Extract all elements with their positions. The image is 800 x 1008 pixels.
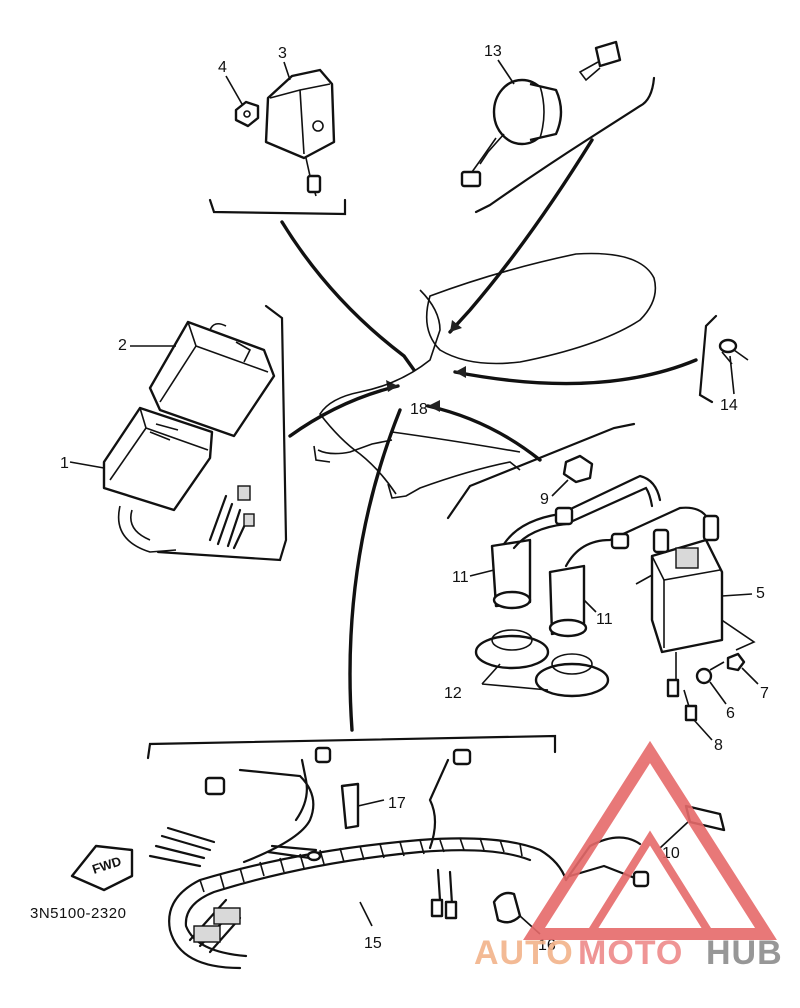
callout-4: 4	[218, 59, 227, 76]
rectifier-part-1	[102, 406, 255, 553]
watermark-moto: MOTO	[578, 934, 683, 972]
ignition-coil-part-5	[650, 514, 724, 698]
bracket-top-left	[208, 198, 347, 216]
callout-11b: 11	[596, 611, 613, 628]
watermark-logo: AUTO MOTO HUB	[474, 740, 783, 972]
boot-part-12b	[534, 653, 610, 698]
bracket-bottom	[146, 734, 557, 760]
arrow-14	[455, 366, 466, 378]
callout-12: 12	[444, 685, 462, 702]
callout-15: 15	[364, 935, 382, 952]
bracket-left	[156, 304, 288, 562]
bracket-top-right	[474, 76, 656, 214]
plug-cap-part-11a	[490, 474, 662, 610]
watermark-auto: AUTO	[474, 934, 574, 972]
callout-11a: 11	[452, 569, 469, 586]
frame-rear-lower	[387, 461, 521, 499]
leader-15-harness	[359, 901, 373, 927]
nut-part-4	[234, 100, 260, 128]
callout-13: 13	[484, 43, 502, 60]
cdi-unit-part-2	[148, 320, 276, 438]
clamp-part-14	[718, 338, 749, 365]
callout-17: 17	[388, 795, 406, 812]
leader-14	[453, 358, 698, 386]
arrow-11	[428, 400, 440, 412]
regulator-part	[264, 68, 336, 197]
callout-6: 6	[726, 705, 735, 722]
arrow-13	[450, 320, 462, 332]
leader-2	[288, 384, 400, 438]
seat-outline	[425, 252, 657, 365]
leader-15	[348, 408, 402, 732]
bracket-right	[698, 314, 718, 404]
callout-14: 14	[720, 397, 738, 414]
watermark-hub: HUB	[706, 934, 783, 972]
forward-direction-marker: FWD	[70, 844, 134, 892]
bracket-mid-right	[446, 422, 636, 520]
callout-16: 16	[538, 937, 556, 954]
relay-part-16	[492, 891, 541, 935]
nut-part-7	[726, 652, 746, 672]
ignition-switch-part	[460, 78, 563, 188]
screw-part-6	[695, 661, 725, 685]
frame-mid	[391, 431, 521, 453]
callout-8: 8	[714, 737, 723, 754]
frame-lower	[317, 439, 393, 455]
leader-11	[426, 404, 542, 462]
plug-cap-part-11b	[548, 506, 708, 638]
leader-12	[481, 663, 549, 691]
leader-3	[280, 220, 416, 372]
callout-3: 3	[278, 45, 287, 62]
boot-part-12a	[474, 629, 550, 670]
frame-outline	[319, 289, 441, 495]
callout-7: 7	[760, 685, 769, 702]
watermark-inner-triangle-icon	[582, 830, 718, 938]
lead-part-8	[683, 689, 698, 722]
callout-9: 9	[540, 491, 549, 508]
callout-5: 5	[756, 585, 765, 602]
frame-mount-left	[313, 445, 331, 463]
band-part-17	[340, 782, 385, 830]
cap-part-9	[562, 454, 594, 484]
diagram-code: 3N5100-2320	[30, 905, 126, 922]
callout-18: 18	[410, 401, 428, 418]
ignition-key-part	[578, 40, 622, 82]
callout-2: 2	[118, 337, 127, 354]
callout-1: 1	[60, 455, 69, 472]
leader-13	[448, 138, 594, 334]
